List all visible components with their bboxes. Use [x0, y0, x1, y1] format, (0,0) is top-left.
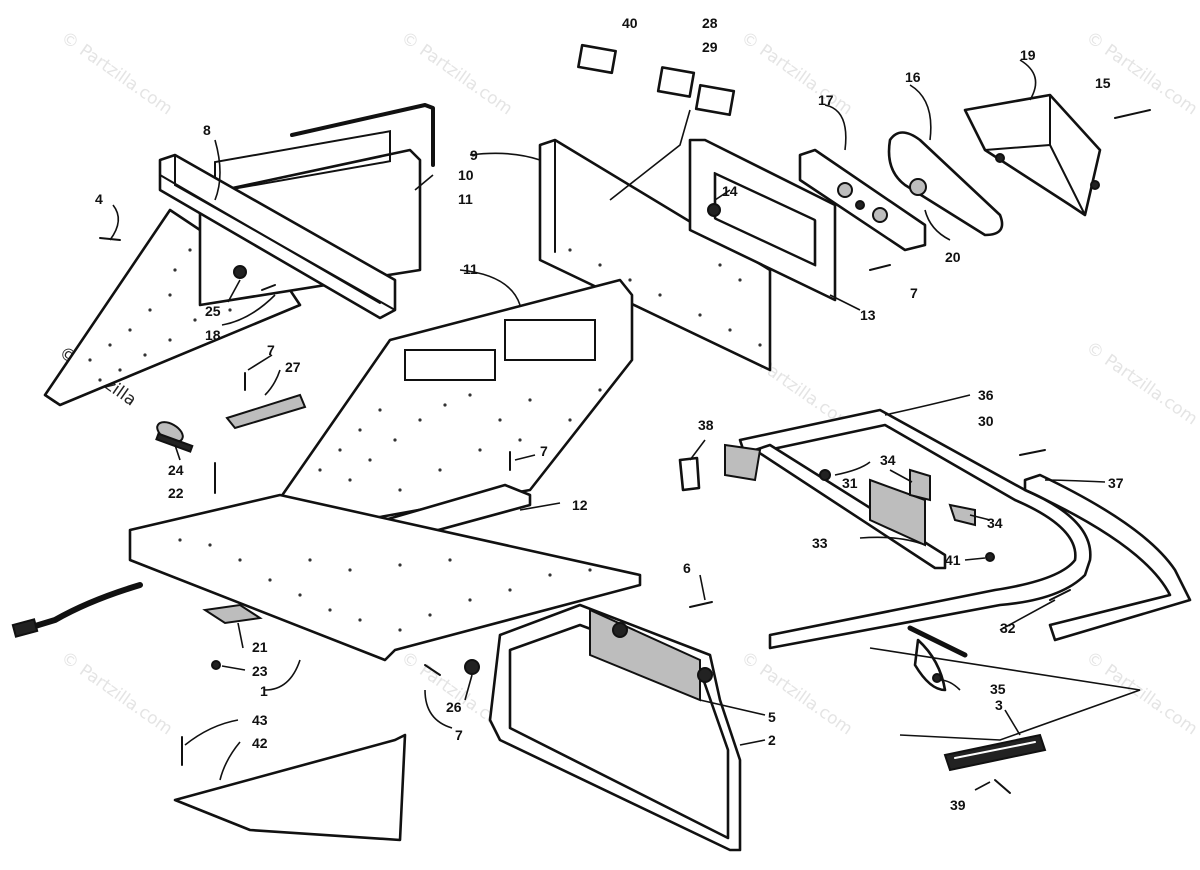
screw-39 [994, 779, 1011, 794]
callout-17: 17 [818, 92, 834, 108]
screw-18 [261, 284, 276, 291]
watermark: © Partzilla.com [57, 648, 176, 740]
callout-7-left: 7 [267, 342, 275, 358]
part-light-assembly [798, 148, 927, 252]
nut-23 [211, 660, 221, 670]
part-small-bracket [155, 421, 194, 453]
part-decal-40 [577, 43, 617, 75]
part-rear-block [963, 93, 1102, 217]
callout-15: 15 [1095, 75, 1111, 91]
callout-34-lower: 34 [987, 515, 1003, 531]
callout-30: 30 [978, 413, 994, 429]
fasteners [99, 109, 1151, 794]
rivet-7a [869, 264, 891, 271]
callout-12: 12 [572, 497, 588, 513]
bolt-15 [1114, 109, 1151, 119]
callout-19: 19 [1020, 47, 1036, 63]
part-strap-end [11, 618, 39, 638]
part-rod [290, 103, 435, 167]
watermark: © Partzilla.com [1082, 648, 1200, 740]
callout-37: 37 [1108, 475, 1124, 491]
part-side-frame [464, 603, 742, 852]
watermark: © Partzilla.com [57, 28, 176, 120]
callout-23: 23 [252, 663, 268, 679]
callout-24: 24 [168, 462, 184, 478]
part-floor-plate [128, 493, 642, 662]
callout-9: 9 [470, 147, 478, 163]
leader-lines [109, 59, 1141, 791]
callout-26: 26 [446, 699, 462, 715]
callout-29: 29 [702, 39, 718, 55]
callout-7-bottom: 7 [455, 727, 463, 743]
callout-8: 8 [203, 122, 211, 138]
part-decal-28 [656, 66, 696, 98]
callout-5: 5 [768, 709, 776, 725]
callout-4: 4 [95, 191, 103, 207]
callout-21: 21 [252, 639, 268, 655]
bolt-30 [1019, 449, 1046, 456]
parts [11, 43, 1192, 852]
part-strap [19, 582, 143, 633]
callout-14: 14 [722, 183, 738, 199]
callout-38: 38 [698, 417, 714, 433]
part-clip [202, 603, 263, 625]
callout-28: 28 [702, 15, 718, 31]
callout-18: 18 [205, 327, 221, 343]
part-hitch-bracket [907, 625, 968, 692]
callout-7-center: 7 [540, 443, 548, 459]
callout-7-top: 7 [910, 285, 918, 301]
bolt-32 [1049, 589, 1071, 601]
nut-25 [233, 265, 247, 279]
callout-16: 16 [905, 69, 921, 85]
callout-25: 25 [205, 303, 221, 319]
callout-34-upper: 34 [880, 452, 896, 468]
part-small-channel [225, 393, 307, 430]
callout-35: 35 [990, 681, 1006, 697]
callout-6: 6 [683, 560, 691, 576]
callout-22: 22 [168, 485, 184, 501]
callout-11-upper: 11 [458, 191, 473, 207]
bolt-6 [689, 601, 713, 608]
part-diagonal-strap [753, 443, 947, 570]
callout-40: 40 [622, 15, 638, 31]
part-u-frame [678, 408, 1192, 650]
watermark: © Partzilla.com [737, 28, 856, 120]
callout-13: 13 [860, 307, 876, 323]
part-reflector [943, 733, 1047, 772]
callout-3: 3 [995, 697, 1003, 713]
callout-27: 27 [285, 359, 301, 375]
callout-41: 41 [945, 552, 961, 568]
callout-42: 42 [252, 735, 268, 751]
part-bulb [909, 178, 927, 196]
part-decal-29 [694, 83, 736, 117]
callout-33: 33 [812, 535, 828, 551]
watermark: © Partzilla.com [737, 648, 856, 740]
watermark: © Partzilla.com [1082, 338, 1200, 430]
part-long-panel [538, 138, 772, 372]
callout-20: 20 [945, 249, 961, 265]
callout-2: 2 [768, 732, 776, 748]
rivet-7d [424, 664, 441, 676]
callout-32: 32 [1000, 620, 1016, 636]
callout-11-lower: 11 [463, 261, 478, 277]
part-lens [887, 131, 1004, 237]
callout-31: 31 [842, 475, 858, 491]
part-light-housing [688, 138, 837, 302]
callout-36: 36 [978, 387, 994, 403]
callout-1: 1 [260, 683, 268, 699]
callout-39: 39 [950, 797, 966, 813]
callout-43: 43 [252, 712, 268, 728]
callouts: 40 28 29 19 16 15 17 9 8 10 11 4 14 20 7… [95, 15, 1124, 813]
watermark: © Partzilla.com [1082, 28, 1200, 120]
part-lower-gusset [173, 733, 407, 842]
callout-10: 10 [458, 167, 474, 183]
part-crossbar [158, 153, 397, 320]
